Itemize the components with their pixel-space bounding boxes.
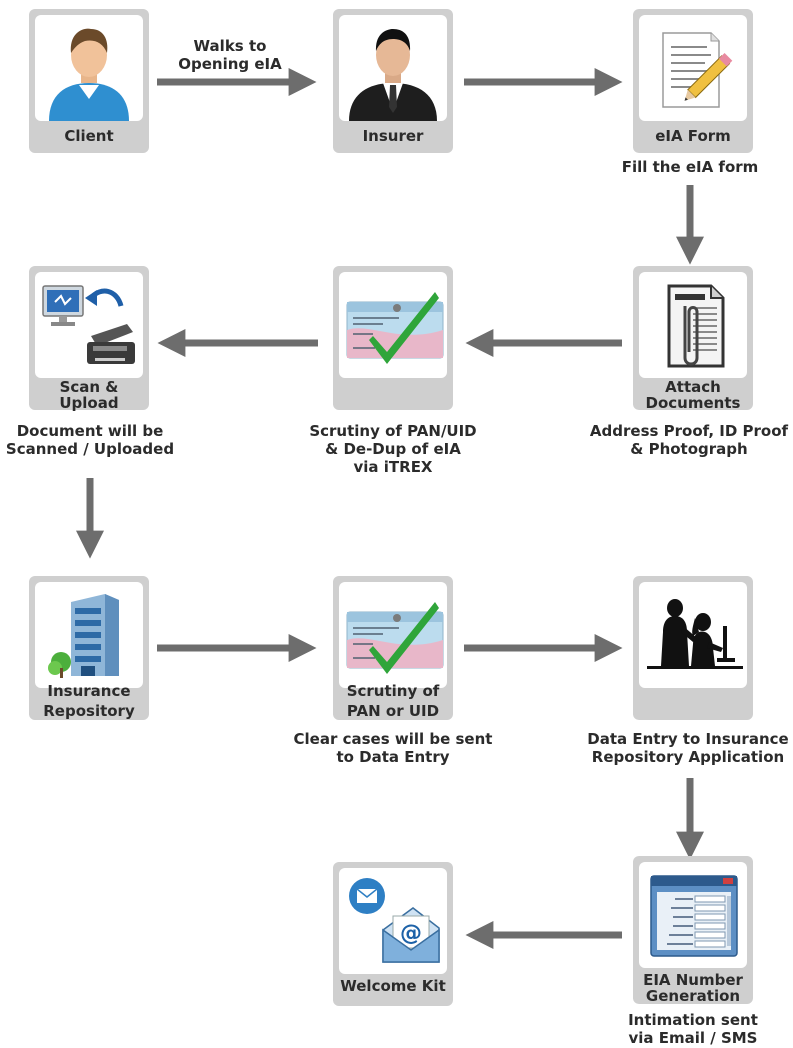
- caption-scrutiny-line2: & De-Dup of eIA: [325, 440, 461, 458]
- pan-card-check-icon: [339, 272, 447, 378]
- scan-label-line2: Upload: [59, 394, 119, 412]
- pan-card-check-icon: [339, 582, 447, 688]
- caption-scrutiny-pan-uid: Scrutiny of PAN/UID & De-Dup of eIA via …: [290, 422, 496, 476]
- scrutiny-label-line1: Scrutiny of: [346, 682, 440, 700]
- caption-fill-form: Fill the eIA form: [600, 158, 780, 176]
- welcome-kit-label: Welcome Kit: [340, 977, 446, 995]
- scan-label-line1: Scan &: [59, 378, 119, 396]
- step-client: Client: [29, 9, 149, 153]
- caption-scrutiny-line3: via iTREX: [353, 458, 433, 476]
- insurer-label: Insurer: [362, 127, 424, 145]
- scrutiny-label-line2: PAN or UID: [346, 702, 440, 720]
- caption-clear-cases: Clear cases will be sent to Data Entry: [286, 730, 500, 766]
- caption-intimation-line1: Intimation sent: [628, 1011, 758, 1029]
- caption-data-entry-line2: Repository Application: [591, 748, 785, 766]
- step-eia-form: eIA Form: [633, 9, 753, 153]
- caption-walks-to-opening: Walks to Opening eIA: [140, 37, 320, 73]
- step-scrutiny-pan-or-uid: Scrutiny of PAN or UID: [333, 576, 453, 720]
- caption-clear-line2: to Data Entry: [336, 748, 450, 766]
- caption-document-line2: Scanned / Uploaded: [5, 440, 175, 458]
- attach-label-line1: Attach: [665, 378, 721, 396]
- caption-scrutiny-line1: Scrutiny of PAN/UID: [309, 422, 477, 440]
- caption-address-proof: Address Proof, ID Proof & Photograph: [586, 422, 792, 458]
- attach-label-line2: Documents: [645, 394, 741, 412]
- caption-document-scanned: Document will be Scanned / Uploaded: [0, 422, 180, 458]
- step-insurance-repository: Insurance Repository: [29, 576, 149, 720]
- caption-data-entry: Data Entry to Insurance Repository Appli…: [583, 730, 793, 766]
- step-attach-documents: Attach Documents: [633, 266, 753, 412]
- svg-text:@: @: [400, 921, 422, 946]
- scan-upload-icon: [35, 272, 143, 378]
- step-scrutiny-pan-uid: [333, 266, 453, 410]
- caption-fill-form-line: Fill the eIA form: [621, 158, 759, 176]
- repository-label-line1: Insurance: [47, 682, 131, 700]
- caption-intimation: Intimation sent via Email / SMS: [603, 1011, 783, 1047]
- form-pencil-icon: [639, 15, 747, 121]
- step-insurer: Insurer: [333, 9, 453, 153]
- caption-intimation-line2: via Email / SMS: [628, 1029, 758, 1047]
- step-scan-upload: Scan & Upload: [29, 266, 149, 412]
- caption-walks-line2: Opening eIA: [178, 55, 282, 73]
- caption-address-line2: & Photograph: [630, 440, 748, 458]
- client-label: Client: [64, 127, 114, 145]
- step-data-entry: [633, 576, 753, 720]
- caption-clear-line1: Clear cases will be sent: [293, 730, 493, 748]
- application-window-icon: [639, 862, 747, 968]
- insurer-businessman-icon: [339, 15, 447, 121]
- eia-number-label-line1: EIA Number: [643, 971, 743, 989]
- step-welcome-kit: @ Welcome Kit: [333, 862, 453, 1006]
- eia-number-label-line2: Generation: [645, 987, 741, 1005]
- caption-walks-line1: Walks to: [193, 37, 267, 55]
- data-entry-silhouette-icon: [639, 582, 747, 688]
- caption-document-line1: Document will be: [16, 422, 164, 440]
- building-icon: [35, 582, 143, 688]
- step-eia-number-generation: EIA Number Generation: [633, 856, 753, 1005]
- eia-form-label: eIA Form: [655, 127, 731, 145]
- email-envelope-icon: @: [339, 868, 447, 974]
- caption-data-entry-line1: Data Entry to Insurance: [587, 730, 789, 748]
- repository-label-line2: Repository: [43, 702, 135, 720]
- document-clip-icon: [639, 272, 747, 378]
- client-avatar-icon: [35, 15, 143, 121]
- caption-address-line1: Address Proof, ID Proof: [589, 422, 789, 440]
